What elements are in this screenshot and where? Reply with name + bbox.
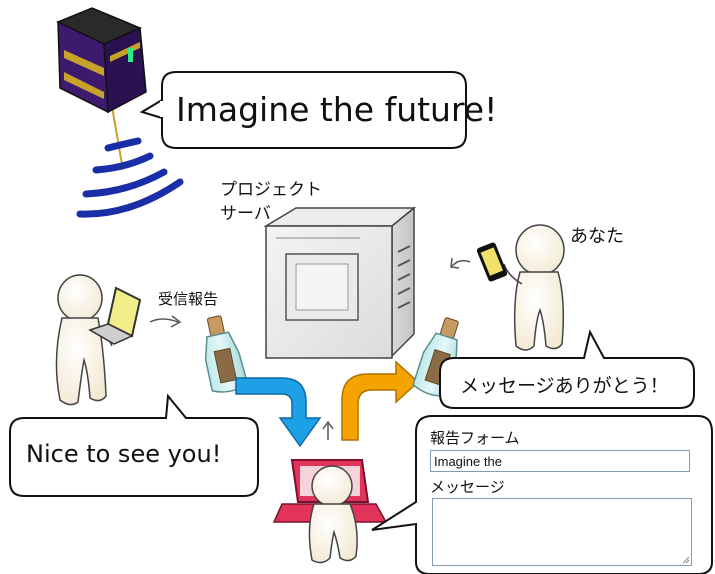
message-textarea[interactable] bbox=[432, 498, 692, 566]
blue-arrow bbox=[235, 377, 322, 448]
you-label: あなた bbox=[570, 226, 624, 247]
satellite-bubble-text: Imagine the future! bbox=[176, 90, 498, 129]
bottle-icon bbox=[204, 315, 249, 393]
orange-arrow bbox=[341, 360, 420, 441]
report-form-label: 報告フォーム bbox=[430, 429, 520, 447]
arrow-icon bbox=[149, 318, 179, 323]
person-icon bbox=[503, 224, 565, 351]
resize-grip-icon[interactable] bbox=[682, 556, 690, 564]
project-server-label: プロジェクト サーバ bbox=[220, 178, 322, 226]
satellite-icon bbox=[56, 7, 147, 171]
you-person bbox=[476, 224, 565, 351]
person-icon bbox=[55, 274, 113, 406]
project-server-label-line2: サーバ bbox=[220, 204, 271, 224]
laptop-icon bbox=[88, 286, 142, 345]
project-server-label-line1: プロジェクト bbox=[220, 180, 322, 200]
server-icon bbox=[263, 206, 417, 359]
message-label: メッセージ bbox=[430, 478, 505, 496]
person-icon bbox=[308, 465, 358, 564]
you-speech-bubble bbox=[439, 329, 695, 409]
report-form-input[interactable] bbox=[430, 450, 690, 472]
you-bubble-text: メッセージありがとう！ bbox=[460, 375, 669, 397]
smartphone-icon bbox=[476, 242, 508, 282]
satellite-speech-bubble bbox=[139, 71, 467, 149]
radio-waves-icon bbox=[76, 137, 184, 218]
sender-speech-bubble bbox=[9, 393, 259, 497]
sender-person bbox=[55, 274, 142, 406]
arrow-icon bbox=[451, 259, 471, 267]
reception-report-label: 受信報告 bbox=[158, 290, 219, 308]
sender-bubble-text: Nice to see you! bbox=[26, 440, 222, 468]
responder-person bbox=[272, 459, 388, 564]
